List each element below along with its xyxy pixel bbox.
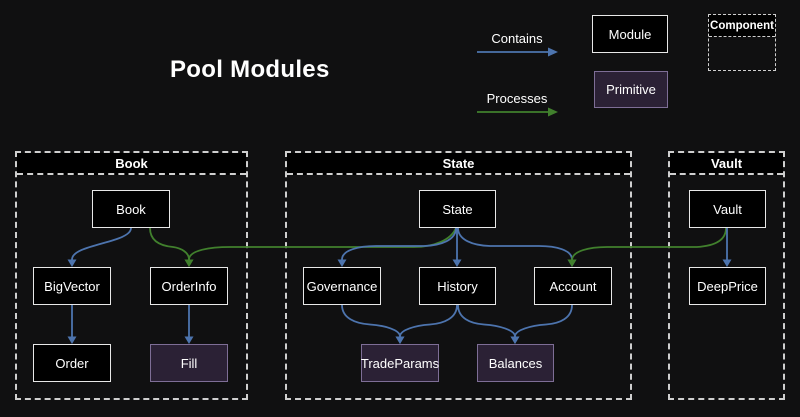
- legend-processes-label: Processes: [486, 91, 548, 106]
- node-governance: Governance: [303, 267, 381, 305]
- edge-account-balances: [514, 304, 573, 337]
- edge-history-tradeparams-arrowhead-icon: [395, 336, 405, 344]
- legend-primitive-label: Primitive: [606, 82, 656, 97]
- legend-primitive-box: Primitive: [594, 71, 668, 108]
- node-order: Order: [33, 344, 111, 382]
- node-book: Book: [92, 190, 170, 228]
- edge-history-balances: [457, 304, 516, 337]
- node-history: History: [419, 267, 496, 305]
- section-state-title: State: [287, 153, 630, 175]
- section-book: Book: [15, 151, 248, 400]
- node-tradeparams: TradeParams: [361, 344, 439, 382]
- section-state: State: [285, 151, 632, 400]
- edge-vault-account: [571, 227, 727, 260]
- node-state: State: [419, 190, 496, 228]
- edge-vault-account-arrowhead-icon: [567, 259, 577, 267]
- processes-arrow-icon: [477, 107, 558, 117]
- section-book-title: Book: [17, 153, 246, 175]
- edge-book-orderinfo: [149, 227, 190, 260]
- node-deepprice: DeepPrice: [689, 267, 766, 305]
- edge-state-history-arrowhead-icon: [452, 259, 462, 267]
- legend-component-box: Component: [708, 14, 776, 71]
- legend-contains-label: Contains: [491, 31, 543, 46]
- legend-module-label: Module: [608, 26, 652, 42]
- edge-state-governance: [341, 227, 457, 260]
- node-balances: Balances: [477, 344, 554, 382]
- edge-state-orderinfo: [188, 227, 457, 260]
- edge-state-governance-arrowhead-icon: [337, 259, 347, 267]
- edge-book-bigvector: [71, 227, 132, 260]
- edge-bigvector-order-arrowhead-icon: [67, 336, 77, 344]
- node-account: Account: [534, 267, 612, 305]
- edge-governance-tradeparams: [341, 304, 401, 337]
- section-vault-title: Vault: [670, 153, 783, 175]
- node-bigvector: BigVector: [33, 267, 111, 305]
- node-orderinfo: OrderInfo: [150, 267, 228, 305]
- node-fill: Fill: [150, 344, 228, 382]
- edge-account-balances-arrowhead-icon: [510, 336, 520, 344]
- edge-vault-deepprice-arrowhead-icon: [722, 259, 732, 267]
- legend-module-box: Module: [592, 15, 668, 53]
- edge-history-tradeparams: [399, 304, 458, 337]
- edge-book-bigvector-arrowhead-icon: [67, 259, 77, 267]
- edge-state-account: [457, 227, 573, 260]
- legend-component-label: Component: [709, 15, 775, 37]
- edge-state-orderinfo-arrowhead-icon: [184, 259, 194, 267]
- edge-orderinfo-fill-arrowhead-icon: [184, 336, 194, 344]
- node-vault: Vault: [689, 190, 766, 228]
- contains-arrow-icon: [477, 47, 558, 57]
- page-title: Pool Modules: [170, 56, 330, 83]
- section-vault: Vault: [668, 151, 785, 400]
